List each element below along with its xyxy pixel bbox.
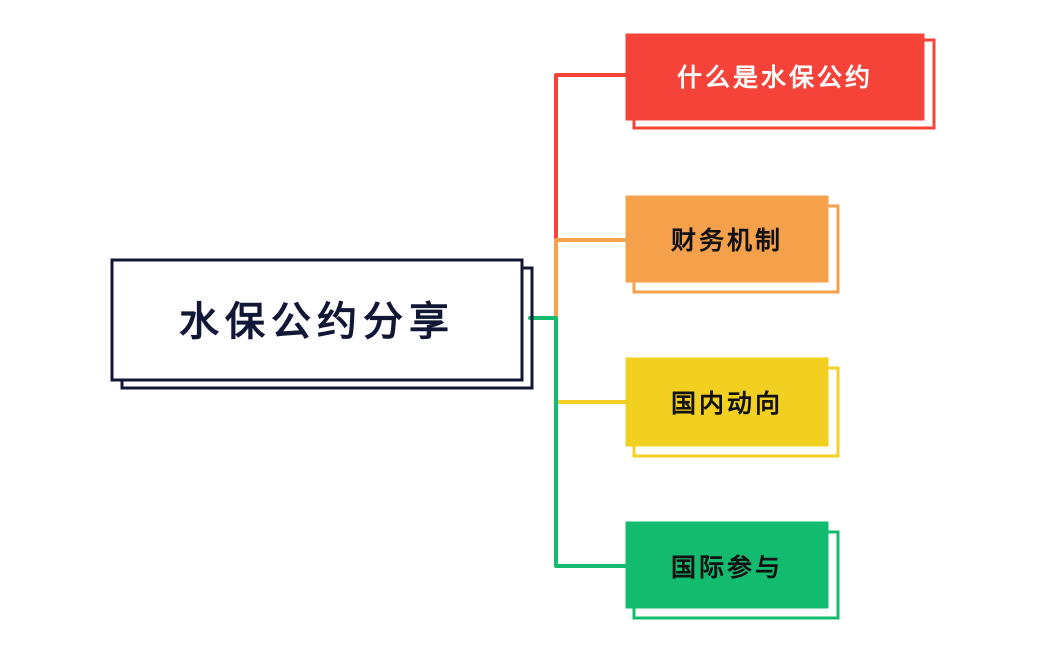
root-node-box xyxy=(110,258,524,382)
connector-branch-1 xyxy=(554,73,634,320)
connector-branch-2 xyxy=(554,238,634,320)
branch-node-2-label: 财务机制 xyxy=(671,226,783,255)
branch-node-1-label: 什么是水保公约 xyxy=(677,63,873,92)
connectors xyxy=(528,73,634,568)
branch-node-2-box xyxy=(625,195,829,283)
branch-node-4-box xyxy=(625,521,829,609)
branch-node-1-box xyxy=(625,33,925,121)
root-node[interactable]: 水保公约分享 xyxy=(110,258,534,390)
branch-node-1[interactable]: 什么是水保公约 xyxy=(625,33,936,130)
branch-node-3-label: 国内动向 xyxy=(671,389,783,418)
branch-node-2[interactable]: 财务机制 xyxy=(625,195,840,294)
branch-node-3[interactable]: 国内动向 xyxy=(625,357,840,458)
branch-node-3-box xyxy=(625,357,829,447)
branch-node-4-label: 国际参与 xyxy=(671,553,783,582)
root-node-label: 水保公约分享 xyxy=(179,299,455,345)
connector-branch-4 xyxy=(528,316,634,568)
connector-branch-3 xyxy=(554,316,634,404)
branch-node-4[interactable]: 国际参与 xyxy=(625,521,840,620)
